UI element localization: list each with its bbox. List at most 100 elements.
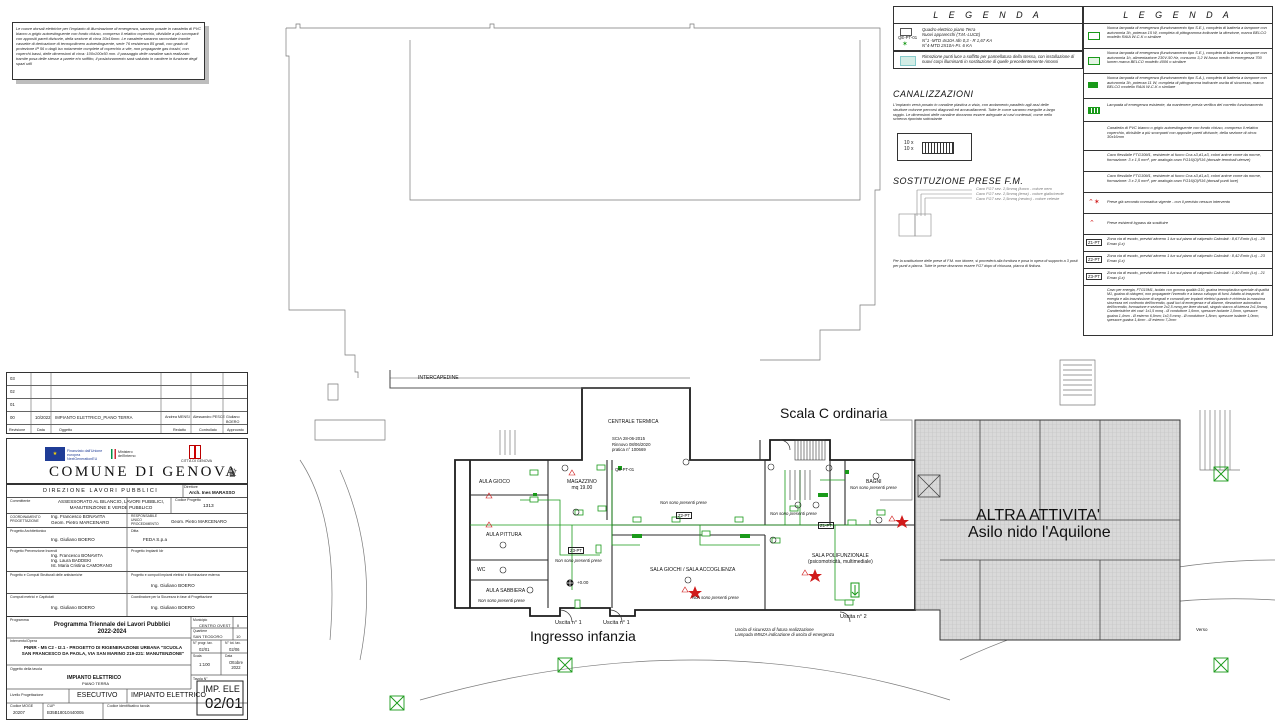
prese-title: SOSTITUZIONE PRESE F.M. (893, 176, 1024, 186)
z3-tag: Z3-PT (1086, 273, 1102, 281)
sala-giochi-label: SALA GIOCHI / SALA ACCOGLIENZA (650, 567, 736, 573)
quartiere-label: Quartiere (193, 629, 208, 633)
canal-row2: 10 x (904, 146, 914, 152)
z2-tag: Z2-PT (1086, 256, 1102, 264)
legend-item-11: Zona via di esodo, previsti almeno 1 lux… (1107, 253, 1265, 263)
rev-num: 02 (10, 389, 15, 394)
socket-compliant-icon: ⌃✶ (1088, 199, 1100, 206)
altra-attivita-label: ALTRA ATTIVITA' (976, 507, 1100, 524)
rev-date: 10/2022 (35, 415, 51, 420)
legend-item-12: Zona via di esodo, previsti almeno 1 lux… (1107, 270, 1265, 280)
quota-label: +0.00 (577, 580, 589, 585)
notes-text: Le nuove dorsali elettriche per l'impian… (16, 26, 202, 66)
arch-label: Progetto Architettonico (10, 529, 47, 533)
legend-row: Z1-PT Zona via di esodo, previsti almeno… (1083, 234, 1273, 251)
data: Ottobre 2022 (229, 660, 243, 671)
centrale-termica-label: CENTRALE TERMICA (608, 419, 659, 425)
ministry-text: Ministero dell'Interno (118, 450, 136, 459)
asilo-label: Asilo nido l'Aquilone (968, 524, 1111, 541)
bagni-label: BAGNI (866, 479, 882, 485)
prog: 02/01 (199, 647, 210, 652)
non-prese-1: Non sono presenti prese (478, 598, 525, 603)
legend-row: Nuova lampada di emergenza (funzionament… (1083, 48, 1273, 73)
legend-left-heading: L E G E N D A (933, 10, 1043, 20)
tot: 02/06 (229, 647, 240, 652)
prese-line1: Cavo FG7 sez. 2,5mmq (fuoco - colore ner… (976, 186, 1052, 191)
sala-poli-label: SALA POLIFUNZIONALE (psicomotricità, mul… (808, 553, 873, 565)
exit-marker-4 (1213, 466, 1229, 482)
quartiere: SAN TEODORO (193, 634, 223, 639)
quartiere-n: 10 (236, 634, 241, 639)
legend-row: Z3-PT Zona via di esodo, previsti almeno… (1083, 268, 1273, 285)
rev-object: IMPIANTO ELETTRICO_PIANO TERRA (55, 415, 133, 420)
oggetto2: PIANO TERRA (82, 681, 110, 686)
eu-flag-icon: ★ (45, 447, 65, 461)
exit-marker-3 (1213, 657, 1229, 673)
title-fields: DIREZIONE LAVORI PUBBLICI Direttore Arch… (6, 484, 248, 618)
emergency-lamp-1h-icon (1088, 57, 1100, 65)
cup: B35B18010440005 (47, 710, 84, 715)
legend-row: ⌃ Prese esistenti bypass da sostituire (1083, 213, 1273, 234)
rev-head-data: Data (37, 428, 45, 432)
legend-row: Cavo per energia, FTG10M1, isolato con g… (1083, 285, 1273, 348)
sicur-label: Coordinatore per la Sicurezza in fase di… (131, 595, 213, 599)
legend-row: Cavo flessibile FTG10M1, resistente al f… (1083, 150, 1273, 171)
tavola2: 02/01 (205, 695, 243, 712)
codice: 1313 (203, 504, 214, 509)
oggetto-label: Oggetto della tavola (10, 667, 42, 671)
legend-row: Nuova lampada di emergenza (funzionament… (1083, 73, 1273, 98)
data-label: Data (225, 654, 233, 658)
scala-c-label: Scala C ordinaria (780, 405, 888, 421)
uscita-1a-label: Uscita n° 1 (555, 620, 582, 626)
intercapedine-label: INTERCAPEDINE (418, 375, 459, 381)
arch: Ing. Giuliano BOERO (51, 537, 95, 542)
legend-item-9: Prese esistenti bypass da sostituire (1107, 220, 1168, 225)
municipio-n: II (237, 623, 240, 628)
site-curve-1 (299, 459, 333, 641)
legend-item-13: Cavo per energia, FTG10M1, isolato con g… (1107, 288, 1270, 323)
rim-symbol (900, 56, 916, 66)
impianti-label: Progetto Impianti Idr (131, 549, 164, 553)
qe-label: QE-PT-01 (615, 467, 635, 472)
legend-item-4: Lampada di emergenza esistente, da mante… (1107, 102, 1263, 107)
existing-lamp-icon (1088, 107, 1100, 114)
wc-label: WC (477, 567, 486, 573)
z1-label: Z1-PT (818, 522, 834, 529)
title-fields-grid (126, 485, 184, 617)
legend-row: ⌃✶ Prese già secondo normativa vigente -… (1083, 192, 1273, 213)
cup-label: CUP (47, 704, 55, 708)
aula-sabbiera-label: AULA SABBIERA (486, 588, 526, 594)
rev-head-rev: Revisione (9, 428, 26, 432)
prese-diagram (897, 186, 1087, 246)
socket-replace-icon: ⌃ (1089, 220, 1095, 227)
revision-head: Revisione Data Oggetto Redatto Controlla… (7, 425, 247, 437)
strut-label: Progetto e Computi Strutturali delle ant… (10, 573, 83, 577)
ingresso-label: Ingresso infanzia (530, 628, 636, 644)
uscita-note: Uscita di sicurezza di futura realizzazi… (735, 627, 835, 638)
ditta-label: Ditta (131, 529, 139, 533)
crown-icon: ♛ (227, 466, 238, 480)
legend-left-rim-row: Rimozione punti luce a soffitto per pann… (893, 51, 1083, 69)
strut2-label: Progetto e computi Impianti elettrici e … (131, 573, 220, 577)
exit-marker-1 (389, 695, 405, 711)
dir-label: DIREZIONE LAVORI PUBBLICI (43, 488, 159, 494)
revision-row: 03 (7, 373, 247, 386)
rev-approvato: Giuliano BOERO (226, 415, 240, 425)
legend-item-7: Cavo flessibile FTG10M1, resistente al f… (1107, 173, 1261, 183)
legend-left-qe-row: QE-PT-01 ✶ Quadro elettrico piano Terra … (893, 23, 1083, 51)
prog-label: N° progr. tav. (193, 641, 213, 645)
upper-right (760, 52, 881, 361)
tot-label: N° tot. tav. (225, 641, 241, 645)
verso-label: Verso (1196, 627, 1208, 632)
prev-label: Progetto Prevenzione Incendi (10, 549, 58, 553)
upper-top (286, 23, 881, 52)
rev-head-oggetto: Oggetto (59, 428, 73, 432)
legend-row: Canaletta di PVC bianco o grigio autoest… (1083, 121, 1273, 150)
revision-row: 01 (7, 399, 247, 412)
revision-row: 02 (7, 386, 247, 399)
tipo: IMPIANTO ELETTRICO (131, 692, 206, 699)
programme-grid (7, 617, 247, 719)
z1-tag: Z1-PT (1086, 239, 1102, 247)
direttore-label: Direttore (184, 485, 198, 489)
city-title: COMUNE DI GENOVA (49, 464, 239, 480)
